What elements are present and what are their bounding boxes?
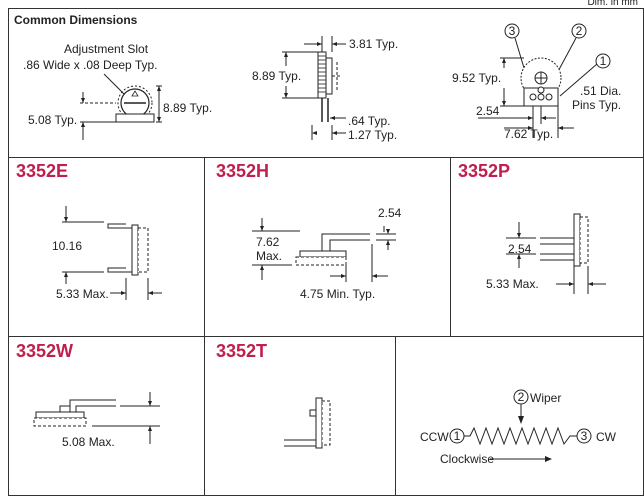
h-762-dim: 7.62	[256, 235, 280, 249]
ccw-label: CCW	[420, 430, 449, 444]
schem-node-1: 1	[454, 429, 461, 443]
adjustment-slot-label: Adjustment Slot	[64, 42, 149, 56]
front-height-dim: 8.89 Typ.	[163, 101, 213, 115]
h-254-dim: 2.54	[378, 206, 402, 220]
pin2-label: 2	[576, 24, 583, 38]
slot-size-label: .86 Wide x .08 Deep Typ.	[23, 58, 158, 72]
section-title-3352h: 3352H	[216, 161, 270, 181]
section-title-3352e: 3352E	[16, 161, 69, 181]
wiper-label: Wiper	[530, 391, 562, 405]
p-533-dim: 5.33 Max.	[486, 277, 539, 291]
side-889-dim: 8.89 Typ.	[252, 69, 302, 83]
units-note: Dim. in mm	[587, 0, 638, 8]
pins-typ-label: Pins Typ.	[572, 98, 622, 112]
e-height-dim: 10.16	[52, 239, 83, 253]
pins-254-dim: 2.54	[476, 104, 500, 118]
section-title-3352p: 3352P	[458, 161, 511, 181]
pin1-label: 1	[600, 54, 607, 68]
h-475-dim: 4.75 Min. Typ.	[300, 287, 376, 301]
side-127-dim: 1.27 Typ.	[348, 128, 398, 142]
pins-952-dim: 9.52 Typ.	[452, 71, 502, 85]
section-title-3352t: 3352T	[216, 341, 268, 361]
side-381-dim: 3.81 Typ.	[349, 37, 399, 51]
section-title-3352w: 3352W	[16, 341, 74, 361]
side-064-dim: .64 Typ.	[348, 114, 391, 128]
p-254-dim: 2.54	[508, 242, 532, 256]
h-max-label: Max.	[256, 249, 283, 263]
schem-node-2: 2	[518, 390, 525, 404]
schem-node-3: 3	[581, 429, 588, 443]
e-depth-dim: 5.33 Max.	[56, 287, 109, 301]
clockwise-label: Clockwise	[440, 452, 495, 466]
pins-762-dim: 7.62 Typ.	[504, 127, 554, 141]
pins-dia-dim: .51 Dia.	[580, 84, 622, 98]
cw-label: CW	[596, 430, 616, 444]
pin3-label: 3	[509, 24, 516, 38]
w-508-dim: 5.08 Max.	[62, 435, 115, 449]
common-dimensions-title: Common Dimensions	[14, 13, 138, 27]
front-offset-dim: 5.08 Typ.	[28, 113, 78, 127]
